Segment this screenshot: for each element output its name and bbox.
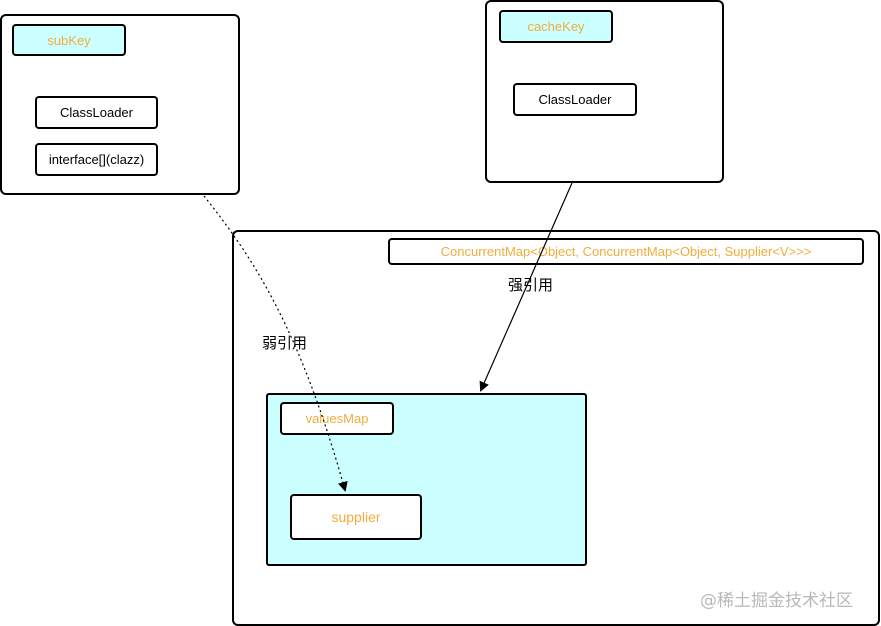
strong-reference-label: 强引用: [508, 276, 554, 294]
values-map-title: valuesMap: [280, 402, 394, 435]
subkey-classloader: ClassLoader: [35, 96, 158, 129]
cachekey-classloader: ClassLoader: [513, 83, 637, 116]
subkey-interfaces: interface[](clazz): [35, 143, 158, 176]
concurrent-map-title: ConcurrentMap<Object, ConcurrentMap<Obje…: [388, 238, 864, 265]
cachekey-title: cacheKey: [499, 10, 613, 43]
weak-reference-label: 弱引用: [262, 334, 308, 352]
supplier-box: supplier: [290, 494, 422, 540]
subkey-title: subKey: [12, 24, 126, 56]
watermark: @稀土掘金技术社区: [700, 591, 853, 611]
strong-reference-edge: [479, 182, 573, 392]
